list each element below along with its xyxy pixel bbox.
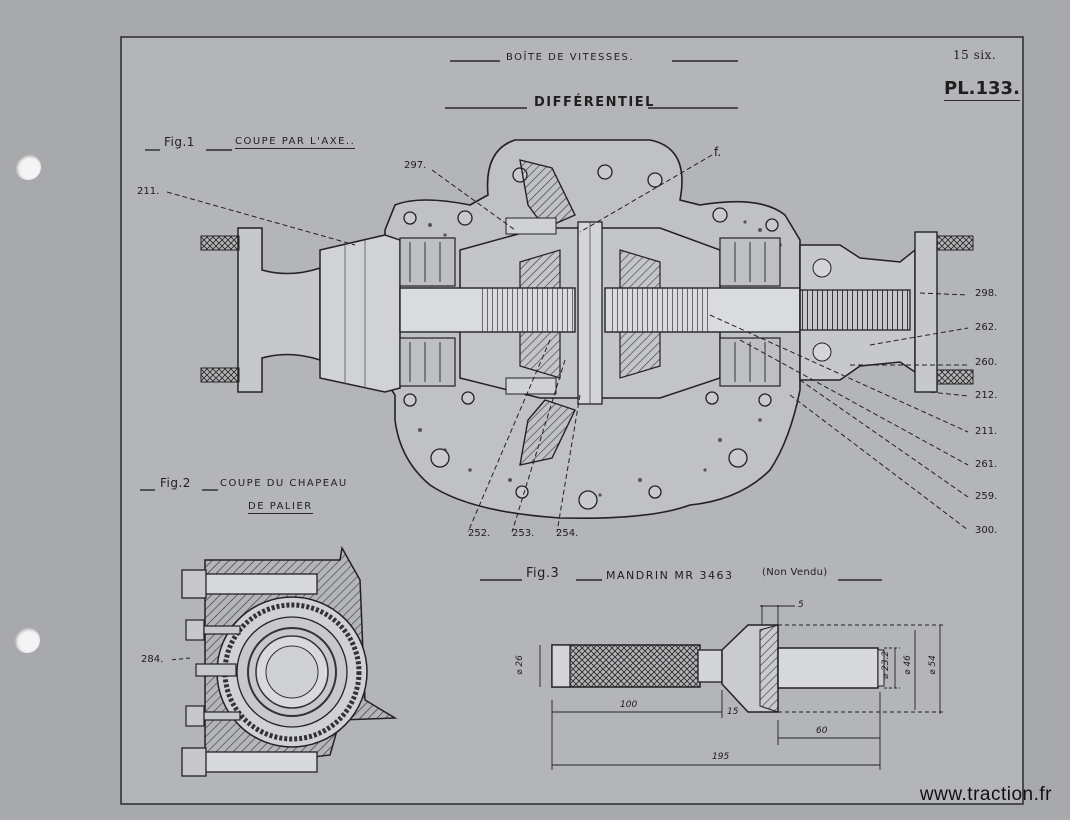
right-ball-bearing-top <box>812 258 832 278</box>
ref-260: 260. <box>975 357 998 368</box>
dim-23-2: ⌀ 23.2 <box>881 650 892 680</box>
ref-211-left: 211. <box>137 186 160 197</box>
ref-254: 254. <box>556 528 579 539</box>
left-bearing-carrier <box>319 234 401 393</box>
fig1-leader-lines <box>166 154 969 533</box>
crown-wheel-bottom <box>519 399 576 466</box>
ref-298: 298. <box>975 288 998 299</box>
title-rules <box>140 60 882 581</box>
ref-261: 261. <box>975 459 998 470</box>
section-title: BOÎTE DE VITESSES. <box>506 52 635 63</box>
case-bolt-top <box>505 217 557 235</box>
mandrel-neck <box>697 649 723 683</box>
cap-stud-top <box>204 573 318 595</box>
ref-253: 253. <box>512 528 535 539</box>
dim-26: ⌀ 26 <box>514 655 525 675</box>
plate-number: PL.133. <box>944 78 1020 101</box>
housing-bolt-holes <box>403 164 779 510</box>
ref-284: 284. <box>141 654 164 665</box>
dim-60: 60 <box>816 726 828 736</box>
watermark-text: www.traction.fr <box>919 784 1052 805</box>
ref-300: 300. <box>975 525 998 536</box>
mandrel-knurled-handle <box>551 644 701 688</box>
right-flange <box>914 231 938 393</box>
right-stud-bottom <box>936 369 974 385</box>
cap-nut-bottom <box>181 747 207 777</box>
ref-212: 212. <box>975 390 998 401</box>
fig3-note: (Non Vendu) <box>762 567 828 578</box>
left-bearing-top <box>399 237 456 287</box>
case-bolt-bottom <box>505 377 557 395</box>
mandrel-drawing <box>539 605 945 770</box>
dim-100: 100 <box>620 700 638 710</box>
cap-stud-bottom <box>204 751 318 773</box>
differential-assembly <box>166 139 974 533</box>
cap-nut-top <box>181 569 207 599</box>
fig3-caption: MANDRIN MR 3463 <box>606 569 734 582</box>
dim-54: ⌀ 54 <box>927 655 938 675</box>
fig1-label: Fig.1 <box>164 135 195 149</box>
fig2-label: Fig.2 <box>160 476 191 490</box>
bearing-cap-drawing <box>169 545 398 777</box>
dim-15: 15 <box>727 707 739 717</box>
fig1-caption: COUPE PAR L'AXE.. <box>235 136 356 149</box>
right-output-shaft <box>799 289 911 331</box>
ref-259: 259. <box>975 491 998 502</box>
dim-5: 5 <box>798 600 804 610</box>
dim-195: 195 <box>712 752 730 762</box>
ref-f: f. <box>714 145 722 159</box>
right-stud-top <box>936 235 974 251</box>
ref-297: 297. <box>404 160 427 171</box>
cap-small-bolts <box>185 619 241 727</box>
mandrel-dimension-lines <box>539 605 945 770</box>
left-stud-bottom <box>200 367 240 383</box>
punch-hole-top <box>15 154 41 180</box>
ref-211-right: 211. <box>975 426 998 437</box>
mandrel-pilot <box>777 647 879 689</box>
fig2-caption-line1: COUPE DU CHAPEAU <box>220 478 348 489</box>
vehicle-label: 15 six. <box>953 48 997 62</box>
crown-wheel-top <box>519 159 576 229</box>
ref-262: 262. <box>975 322 998 333</box>
page-title: DIFFÉRENTIEL <box>534 95 655 110</box>
left-bearing-bottom <box>399 337 456 387</box>
fig2-caption-line2: DE PALIER <box>248 501 313 514</box>
right-ball-bearing-bottom <box>812 342 832 362</box>
punch-hole-bottom <box>14 627 40 653</box>
fig3-label: Fig.3 <box>526 566 560 581</box>
left-stud-top <box>200 235 240 251</box>
dim-46: ⌀ 46 <box>902 655 913 675</box>
ref-252: 252. <box>468 528 491 539</box>
